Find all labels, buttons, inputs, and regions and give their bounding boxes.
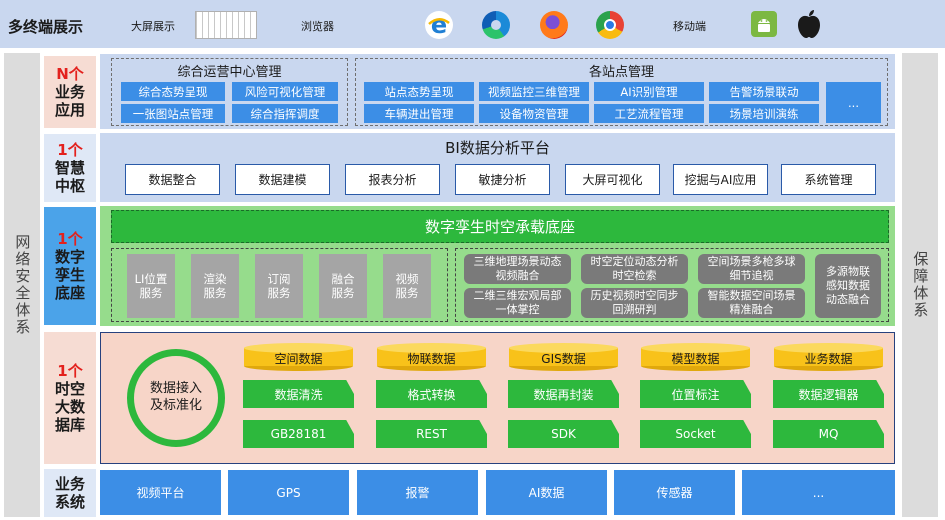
- station-item-equipment[interactable]: 设备物资管理: [479, 104, 589, 123]
- row-hub-count: 1个: [57, 141, 83, 159]
- proc-location-tag[interactable]: 位置标注: [640, 380, 751, 408]
- ie-browser-icon: e: [425, 11, 453, 39]
- twin-cap-2d-3d-control[interactable]: 二维三维宏观局部一体掌控: [464, 288, 571, 318]
- network-security-bar: 网络安全体系: [4, 53, 40, 517]
- db-business-label: 业务数据: [804, 351, 853, 366]
- db-model[interactable]: 模型数据: [640, 342, 751, 372]
- ops-center-group: [111, 58, 348, 126]
- row-twin-count: 1个: [57, 230, 83, 248]
- db-iot[interactable]: 物联数据: [376, 342, 487, 372]
- station-item-more[interactable]: ...: [826, 82, 881, 123]
- bi-item-agile[interactable]: 敏捷分析: [455, 164, 550, 195]
- android-icon: [751, 11, 777, 37]
- browser-label: 浏览器: [301, 20, 334, 33]
- assurance-system-bar: 保障体系: [902, 53, 938, 517]
- db-model-label: 模型数据: [671, 351, 720, 366]
- row-label-hub: 1个 智慧中枢: [44, 134, 96, 202]
- ops-item-risk-visual[interactable]: 风险可视化管理: [232, 82, 338, 101]
- row-biz-name: 业务系统: [54, 475, 85, 511]
- data-ingest-ring: 数据接入及标准化: [127, 349, 225, 447]
- row-app-name: 业务应用: [54, 83, 85, 119]
- db-gis[interactable]: GIS数据: [508, 342, 619, 372]
- twin-service-fusion[interactable]: 融合服务: [319, 254, 367, 318]
- twin-cap-multi-camera[interactable]: 空间场景多枪多球细节追视: [698, 254, 805, 284]
- twin-service-render[interactable]: 渲染服务: [191, 254, 239, 318]
- apple-icon: [795, 8, 823, 40]
- station-item-alarm-linkage[interactable]: 告警场景联动: [709, 82, 819, 101]
- station-item-ai-recognition[interactable]: AI识别管理: [594, 82, 704, 101]
- twin-service-video[interactable]: 视频服务: [383, 254, 431, 318]
- station-item-process[interactable]: 工艺流程管理: [594, 104, 704, 123]
- twin-cap-iot-fusion[interactable]: 多源物联感知数据动态融合: [815, 254, 881, 318]
- firefox-browser-icon: [540, 11, 568, 39]
- big-screen-label: 大屏展示: [131, 20, 175, 33]
- data-ingest-label: 数据接入及标准化: [149, 381, 202, 413]
- proto-sdk[interactable]: SDK: [508, 420, 619, 448]
- biz-sensor[interactable]: 传感器: [614, 470, 735, 515]
- proto-gb28181[interactable]: GB28181: [243, 420, 354, 448]
- proc-repackage[interactable]: 数据再封装: [508, 380, 619, 408]
- station-item-vehicle[interactable]: 车辆进出管理: [364, 104, 474, 123]
- db-iot-label: 物联数据: [407, 351, 456, 366]
- twin-service-subscribe[interactable]: 订阅服务: [255, 254, 303, 318]
- biz-alarm[interactable]: 报警: [357, 470, 478, 515]
- bi-item-mining-ai[interactable]: 挖掘与AI应用: [673, 164, 768, 195]
- proc-format[interactable]: 格式转换: [376, 380, 487, 408]
- twin-cap-history-playback[interactable]: 历史视频时空同步回溯研判: [581, 288, 688, 318]
- big-screen-icon: [195, 11, 257, 39]
- row-twin-name: 数字孪生底座: [54, 248, 85, 302]
- db-spatial-label: 空间数据: [274, 351, 323, 366]
- ops-item-site-map[interactable]: 一张图站点管理: [121, 104, 225, 123]
- bi-platform-title: BI数据分析平台: [445, 139, 550, 157]
- proc-cleaning[interactable]: 数据清洗: [243, 380, 354, 408]
- twin-cap-smart-fusion[interactable]: 智能数据空间场景精准融合: [698, 288, 805, 318]
- proc-logic[interactable]: 数据逻辑器: [773, 380, 884, 408]
- ops-item-situation[interactable]: 综合态势呈现: [121, 82, 225, 101]
- biz-video-platform[interactable]: 视频平台: [100, 470, 221, 515]
- chrome-browser-icon: [596, 11, 624, 39]
- row-label-data: 1个 时空大数据库: [44, 332, 96, 464]
- station-title: 各站点管理: [588, 65, 654, 80]
- row-label-biz: 业务系统: [44, 469, 96, 517]
- station-group: [355, 58, 888, 126]
- biz-ai-data[interactable]: AI数据: [486, 470, 607, 515]
- proto-socket[interactable]: Socket: [640, 420, 751, 448]
- row-data-count: 1个: [57, 362, 83, 380]
- proto-rest[interactable]: REST: [376, 420, 487, 448]
- row-app-count: N个: [56, 65, 84, 83]
- ops-item-command[interactable]: 综合指挥调度: [232, 104, 338, 123]
- data-layer-panel: [100, 332, 895, 464]
- twin-platform-title: 数字孪生时空承载底座: [111, 210, 889, 243]
- twin-services-group: [111, 248, 448, 322]
- db-business[interactable]: 业务数据: [773, 342, 884, 372]
- station-item-video-3d[interactable]: 视频监控三维管理: [479, 82, 589, 101]
- bi-item-reports[interactable]: 报表分析: [345, 164, 440, 195]
- ops-center-title: 综合运营中心管理: [177, 65, 282, 80]
- row-data-name: 时空大数据库: [54, 380, 85, 434]
- bi-item-system[interactable]: 系统管理: [781, 164, 876, 195]
- mobile-label: 移动端: [673, 20, 706, 33]
- twin-cap-3d-video-fusion[interactable]: 三维地理场景动态视频融合: [464, 254, 571, 284]
- row-label-app: N个 业务应用: [44, 56, 96, 128]
- multi-terminal-bar: [0, 0, 945, 48]
- biz-gps[interactable]: GPS: [228, 470, 349, 515]
- biz-more[interactable]: ...: [742, 470, 895, 515]
- db-spatial[interactable]: 空间数据: [243, 342, 354, 372]
- svg-text:e: e: [431, 11, 447, 39]
- proto-mq[interactable]: MQ: [773, 420, 884, 448]
- row-label-twin: 1个 数字孪生底座: [44, 207, 96, 325]
- multi-terminal-title: 多终端展示: [8, 18, 84, 36]
- twin-cap-spatiotemporal-search[interactable]: 时空定位动态分析时空检索: [581, 254, 688, 284]
- station-item-situation[interactable]: 站点态势呈现: [364, 82, 474, 101]
- station-item-training[interactable]: 场景培训演练: [709, 104, 819, 123]
- bi-item-modeling[interactable]: 数据建模: [235, 164, 330, 195]
- bi-item-big-screen[interactable]: 大屏可视化: [565, 164, 660, 195]
- edge-browser-icon: [482, 11, 510, 39]
- bi-item-integration[interactable]: 数据整合: [125, 164, 220, 195]
- twin-capabilities-group: [455, 248, 889, 322]
- row-hub-name: 智慧中枢: [54, 159, 85, 195]
- twin-service-location[interactable]: LI位置服务: [127, 254, 175, 318]
- db-gis-label: GIS数据: [541, 351, 586, 366]
